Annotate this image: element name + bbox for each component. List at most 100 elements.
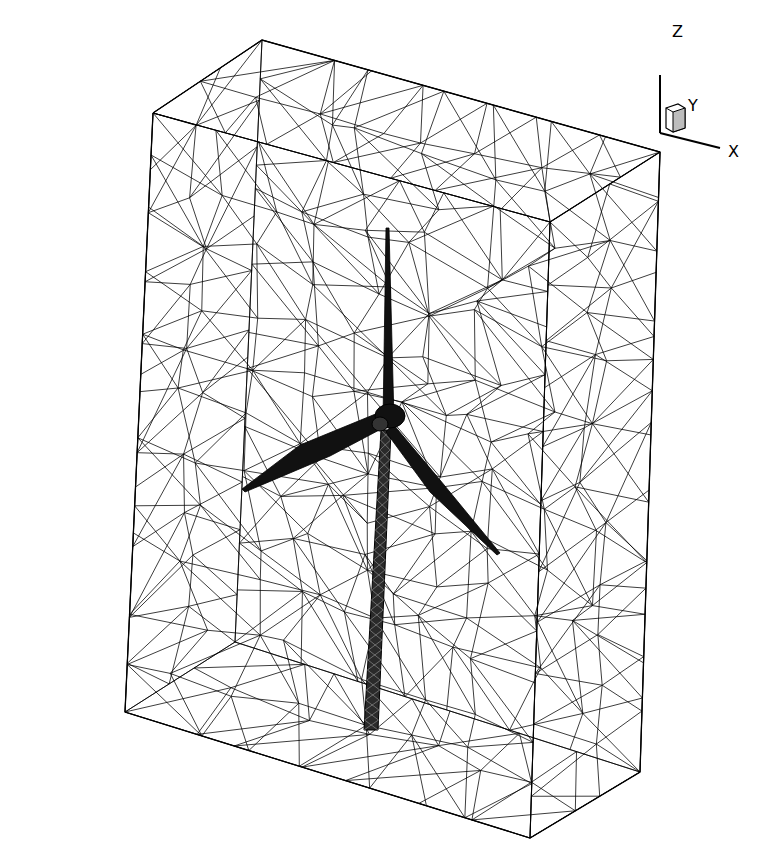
mesh-edge bbox=[435, 154, 474, 191]
mesh-edge bbox=[435, 168, 542, 191]
axis-label: X bbox=[728, 144, 739, 160]
mesh-edge bbox=[312, 346, 318, 397]
mesh-edge bbox=[600, 135, 621, 177]
mesh-edge bbox=[429, 310, 474, 317]
mesh-edge bbox=[146, 246, 204, 271]
mesh-edge bbox=[130, 614, 208, 630]
tower-mesh-edge bbox=[375, 530, 386, 540]
mesh-edge bbox=[437, 549, 487, 587]
tower-mesh-edge bbox=[375, 520, 387, 530]
mesh-edge bbox=[260, 580, 261, 636]
tetra-mesh bbox=[125, 40, 660, 838]
mesh-edge bbox=[584, 391, 652, 428]
mesh-edge bbox=[412, 700, 426, 735]
mesh-edge bbox=[255, 188, 301, 212]
mesh-edge bbox=[203, 195, 222, 246]
mesh-edge bbox=[367, 392, 440, 477]
mesh-edge bbox=[187, 330, 249, 348]
mesh-edge bbox=[354, 391, 402, 402]
mesh-edge bbox=[183, 454, 185, 512]
mesh-edge bbox=[314, 224, 365, 230]
mesh-edge bbox=[570, 713, 583, 749]
mesh-edge bbox=[470, 659, 475, 715]
mesh-edge bbox=[370, 734, 439, 745]
mesh-edge bbox=[256, 160, 326, 165]
tower-mesh-edge bbox=[368, 660, 381, 670]
mesh-edge bbox=[333, 134, 383, 163]
mesh-edge bbox=[421, 154, 493, 206]
mesh-edge bbox=[610, 184, 659, 201]
mesh-edge bbox=[203, 393, 245, 419]
mesh-edge bbox=[580, 391, 652, 483]
mesh-edge bbox=[541, 428, 584, 501]
mesh-edge bbox=[151, 155, 222, 195]
mesh-edge bbox=[588, 201, 659, 257]
mesh-edge bbox=[153, 113, 222, 195]
mesh-edge bbox=[547, 570, 592, 606]
mesh-edge bbox=[313, 285, 388, 358]
mesh-edge bbox=[190, 271, 251, 285]
mesh-edge bbox=[481, 770, 532, 782]
mesh-edge bbox=[302, 591, 358, 681]
mesh-edge bbox=[332, 60, 334, 125]
mesh-edge bbox=[306, 319, 368, 392]
mesh-edge bbox=[321, 458, 368, 474]
mesh-edge bbox=[412, 699, 439, 746]
mesh-edge bbox=[343, 474, 368, 495]
mesh-edge bbox=[494, 206, 555, 248]
mesh-edge bbox=[535, 635, 598, 674]
mesh-edge bbox=[367, 453, 368, 523]
mesh-edge bbox=[127, 630, 207, 664]
mesh-edge bbox=[314, 224, 390, 287]
mesh-edge bbox=[309, 721, 369, 735]
mesh-edge bbox=[429, 301, 477, 314]
mesh-edge bbox=[501, 168, 541, 209]
mesh-edge bbox=[127, 664, 170, 673]
mesh-edge bbox=[472, 782, 532, 820]
mesh-edge bbox=[281, 496, 293, 538]
mesh-edge bbox=[488, 206, 494, 288]
mesh-edge bbox=[519, 733, 531, 782]
mesh-edge bbox=[320, 570, 367, 595]
mesh-edge bbox=[195, 463, 261, 551]
domain-edge bbox=[550, 152, 660, 222]
mesh-edge bbox=[305, 664, 310, 720]
mesh-edge bbox=[245, 357, 248, 418]
mesh-edge bbox=[283, 640, 298, 703]
mesh-edge bbox=[388, 314, 429, 358]
turbine-tower bbox=[364, 430, 391, 730]
mesh-edge bbox=[488, 248, 555, 288]
mesh-edge bbox=[584, 355, 595, 428]
mesh-edge bbox=[333, 143, 420, 162]
mesh-edge bbox=[253, 370, 305, 373]
tower-mesh-edge bbox=[367, 680, 380, 690]
mesh-edge bbox=[129, 513, 184, 618]
mesh-edge bbox=[190, 198, 207, 249]
mesh-edge bbox=[141, 348, 187, 374]
tower-mesh-edge bbox=[376, 510, 387, 520]
mesh-edge bbox=[470, 659, 535, 683]
mesh-edge bbox=[474, 310, 476, 381]
mesh-edge bbox=[143, 311, 202, 334]
mesh-edge bbox=[225, 97, 255, 133]
domain-outline bbox=[125, 40, 660, 838]
mesh-edge bbox=[142, 344, 186, 349]
mesh-edge bbox=[611, 272, 656, 288]
mesh-edge bbox=[178, 350, 183, 388]
tower-mesh-edge bbox=[370, 620, 383, 630]
mesh-edge bbox=[491, 412, 555, 442]
mesh-edge bbox=[178, 370, 253, 388]
mesh-edge bbox=[546, 288, 611, 341]
mesh-edge bbox=[256, 165, 301, 212]
mesh-edge bbox=[127, 663, 169, 684]
tower-mesh-edge bbox=[377, 490, 388, 500]
mesh-edge bbox=[208, 630, 261, 635]
mesh-edge bbox=[320, 71, 371, 114]
mesh-edge bbox=[312, 391, 354, 396]
mesh-edge bbox=[393, 534, 435, 594]
mesh-edge bbox=[531, 796, 599, 797]
mesh-edge bbox=[261, 533, 308, 550]
mesh-edge bbox=[253, 318, 258, 370]
mesh-edge bbox=[474, 310, 541, 347]
